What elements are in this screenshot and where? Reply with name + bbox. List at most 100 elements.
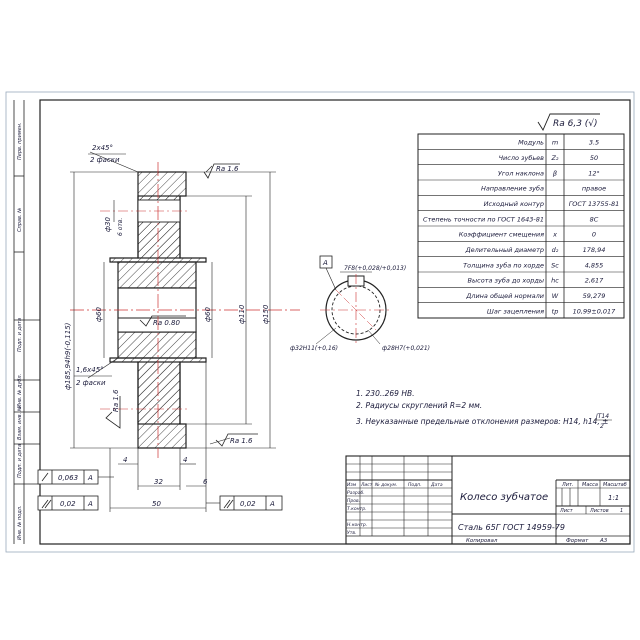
side-stamps: Перв. примен. Справ. № Подп. и дата Инв.… bbox=[13, 100, 40, 544]
dim-d60-right: ф60 bbox=[204, 307, 212, 322]
datum-a: A bbox=[322, 259, 328, 267]
note-2: 2. Радиусы скруглений R=2 мм. bbox=[356, 401, 482, 410]
dim-d30: ф30 bbox=[104, 217, 112, 232]
stamp-2: Подп. и дата bbox=[17, 318, 23, 352]
param-name: Направление зуба bbox=[481, 185, 544, 193]
param-value: правое bbox=[582, 185, 606, 193]
dim-w4b: 4 bbox=[183, 456, 187, 464]
stamp-4: Взам. инв. № bbox=[17, 406, 23, 440]
tb-title: Колесо зубчатое bbox=[460, 491, 548, 503]
param-value: 2,617 bbox=[585, 277, 604, 285]
dimension-lines bbox=[70, 151, 276, 512]
param-name: Степень точности по ГОСТ 1643-81 bbox=[423, 215, 544, 223]
tol-bot-value: 0,02 bbox=[60, 500, 76, 508]
note-3: 3. Неуказанные предельные отклонения раз… bbox=[356, 417, 608, 426]
note-fraction-den: 2 bbox=[600, 423, 604, 430]
roughness-hub-top: Ra 1.6 bbox=[216, 165, 239, 173]
param-symbol: d₂ bbox=[552, 246, 559, 254]
tb-role-2: Т.контр. bbox=[347, 506, 367, 512]
param-value: 50 bbox=[590, 154, 598, 162]
gear-section bbox=[70, 162, 300, 458]
roughness-face-left: Ra 1.6 bbox=[112, 389, 120, 412]
roughness-face-bottom: Ra 1.6 bbox=[230, 437, 253, 445]
param-value: 10,99±0,017 bbox=[573, 307, 617, 315]
tb-role-5: Утв. bbox=[347, 530, 356, 536]
dimension-texts: 2х45° 2 фаски ф30 6 отв. ф185,94h9(-0,11… bbox=[64, 144, 270, 508]
tech-notes: 1. 230..269 НВ. 2. Радиусы скруглений R=… bbox=[356, 389, 612, 430]
dim-d60-left: ф60 bbox=[95, 307, 103, 322]
title-block: Изм Лист № докум. Подп. Дата Разраб. Про… bbox=[345, 455, 631, 545]
param-value: 178,94 bbox=[583, 246, 606, 254]
tb-format: Формат bbox=[566, 538, 589, 544]
tb-mass-label: Масса bbox=[582, 482, 598, 488]
tb-row-label-1: Лист bbox=[360, 482, 373, 488]
dim-key-width: 7F8(+0,028/+0,013) bbox=[344, 265, 406, 272]
tb-scale-value: 1:1 bbox=[608, 494, 619, 502]
tb-role-1: Пров. bbox=[347, 498, 360, 504]
tb-row-label-2: № докум. bbox=[374, 482, 397, 488]
param-value: 0 bbox=[592, 231, 596, 239]
stamp-0: Перв. примен. bbox=[17, 122, 23, 160]
param-value: 3.5 bbox=[589, 139, 599, 147]
dim-w6: 6 bbox=[203, 478, 208, 486]
param-value: 8С bbox=[590, 215, 599, 223]
roughness-bore: Ra 0.80 bbox=[153, 319, 181, 327]
param-name: Коэффициент смещения bbox=[459, 231, 544, 239]
tb-copied: Копировал bbox=[466, 538, 498, 544]
roughness-marks: Ra 1.6 Ra 0.80 Ra 1.6 Ra 1.6 bbox=[105, 163, 258, 447]
dim-d185: ф185,94h9(-0,115) bbox=[64, 322, 72, 390]
dim-holes: 6 отв. bbox=[117, 218, 124, 236]
param-symbol: m bbox=[552, 139, 558, 147]
tol-right-ref: A bbox=[269, 500, 275, 508]
dim-w4a: 4 bbox=[123, 456, 127, 464]
param-value: ГОСТ 13755-81 bbox=[569, 200, 620, 208]
param-name: Исходный контур bbox=[484, 200, 544, 208]
tb-row-label-4: Дата bbox=[430, 482, 443, 488]
dim-chamfer-top: 2х45° bbox=[92, 144, 113, 152]
stamp-3: Инв. № дубл. bbox=[17, 374, 23, 408]
tb-row-label-3: Подп. bbox=[408, 482, 422, 488]
stamp-5: Подп. и дата bbox=[17, 444, 23, 478]
param-value: 4,855 bbox=[585, 261, 604, 269]
param-symbol: hc bbox=[551, 277, 559, 285]
tolerance-frames: 0,063 A 0,02 A 0,02 A bbox=[37, 469, 283, 511]
dim-chamfer-top-note: 2 фаски bbox=[90, 156, 120, 164]
tol-top-ref: A bbox=[87, 474, 93, 482]
roughness-overall-text: Ra 6,3 (√) bbox=[553, 118, 598, 129]
tb-role-0: Разраб. bbox=[347, 490, 365, 496]
param-name: Модуль bbox=[518, 139, 544, 147]
tb-scale-label: Масштаб bbox=[603, 482, 627, 488]
tb-sheets-value: 1 bbox=[620, 508, 623, 514]
tb-lit-label: Лит. bbox=[561, 482, 574, 488]
outer-frame bbox=[5, 91, 635, 553]
inner-frame bbox=[39, 99, 631, 545]
dim-chamfer-mid: 1,6х45° bbox=[76, 366, 104, 374]
dim-d32: ф32H11(+0,16) bbox=[290, 345, 338, 352]
param-name: Делительный диаметр bbox=[465, 246, 544, 254]
stamp-1: Справ. № bbox=[17, 208, 23, 232]
dim-w50: 50 bbox=[152, 500, 161, 508]
roughness-overall: Ra 6,3 (√) bbox=[537, 113, 600, 131]
dim-chamfer-mid-note: 2 фаски bbox=[76, 379, 106, 387]
tol-right-value: 0,02 bbox=[240, 500, 256, 508]
note-1: 1. 230..269 НВ. bbox=[356, 389, 415, 398]
param-symbol: x bbox=[552, 231, 557, 239]
param-name: Толщина зуба по хорде bbox=[463, 261, 544, 269]
tol-top-value: 0,063 bbox=[58, 474, 78, 482]
param-value: 12° bbox=[588, 169, 600, 177]
tb-sheet-label: Лист bbox=[559, 508, 574, 514]
param-name: Угол наклона bbox=[498, 169, 544, 177]
dim-d150: ф150 bbox=[262, 304, 270, 324]
tb-material: Сталь 65Г ГОСТ 14959-79 bbox=[458, 523, 565, 532]
tol-bot-ref: A bbox=[87, 500, 93, 508]
tb-row-label-0: Изм bbox=[347, 482, 357, 488]
tb-format-value: A3 bbox=[599, 538, 608, 544]
dim-d110: ф110 bbox=[238, 304, 246, 324]
dim-w32: 32 bbox=[154, 478, 163, 486]
param-name: Шаг зацепления bbox=[487, 307, 544, 315]
param-symbol: Z₂ bbox=[550, 154, 558, 162]
stamp-6: Инв. № подл. bbox=[17, 506, 23, 541]
dim-d28: ф28H7(+0,021) bbox=[382, 345, 430, 352]
